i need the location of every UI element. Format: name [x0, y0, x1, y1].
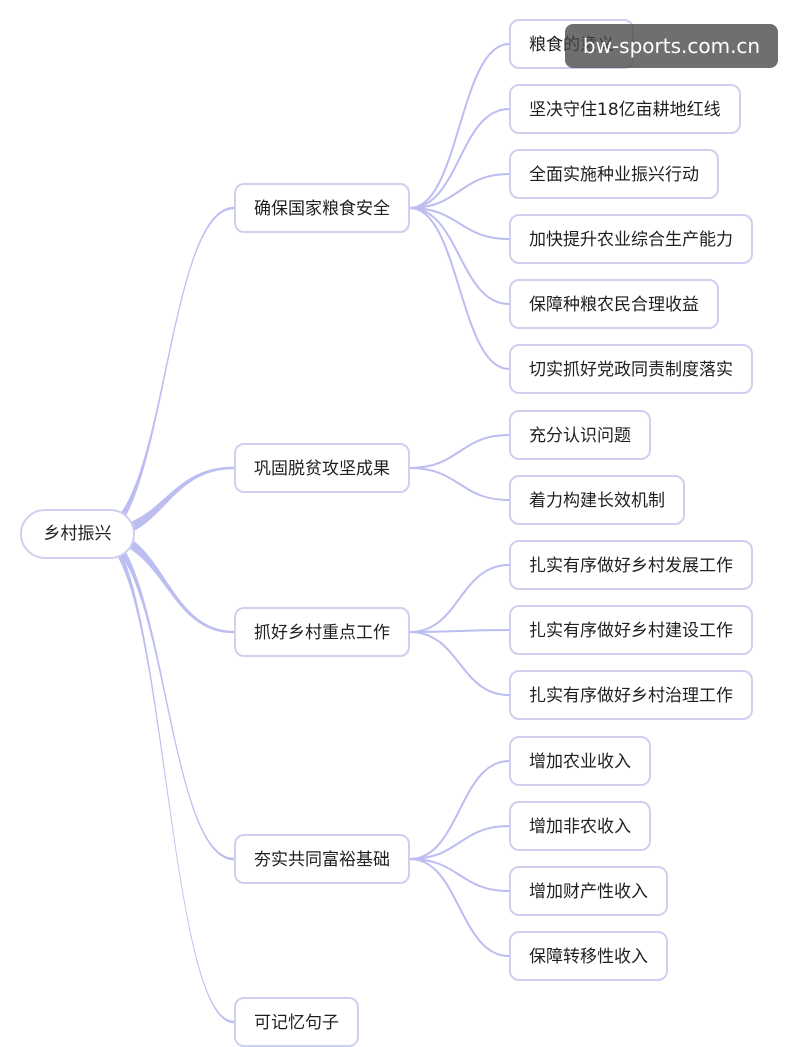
- branch-leaf-link: [409, 825, 510, 860]
- leaf-node[interactable]: 增加非农收入: [509, 801, 651, 851]
- leaf-node[interactable]: 充分认识问题: [509, 410, 651, 460]
- branch-node-grain-security[interactable]: 确保国家粮食安全: [234, 183, 410, 233]
- branch-leaf-link: [409, 858, 510, 892]
- branch-leaf-link: [409, 434, 510, 469]
- branch-leaf-link: [409, 467, 510, 501]
- branch-leaf-link: [409, 760, 510, 860]
- branch-leaf-link: [409, 207, 510, 370]
- branch-leaf-link: [409, 173, 510, 209]
- branch-node-memorable-sentences[interactable]: 可记忆句子: [234, 997, 359, 1047]
- branch-node-rural-work[interactable]: 抓好乡村重点工作: [234, 607, 410, 657]
- branch-leaf-link: [409, 207, 510, 305]
- root-branch-link: [97, 206, 234, 541]
- leaf-node[interactable]: 增加财产性收入: [509, 866, 668, 916]
- branch-leaf-link: [409, 207, 510, 240]
- branch-leaf-link: [409, 858, 510, 957]
- root-branch-link: [97, 528, 234, 861]
- leaf-node[interactable]: 扎实有序做好乡村建设工作: [509, 605, 753, 655]
- branch-leaf-link: [409, 631, 510, 696]
- leaf-node[interactable]: 保障种粮农民合理收益: [509, 279, 719, 329]
- branch-leaf-link: [409, 629, 510, 633]
- leaf-node[interactable]: 增加农业收入: [509, 736, 651, 786]
- leaf-node[interactable]: 坚决守住18亿亩耕地红线: [509, 84, 741, 134]
- leaf-node[interactable]: 扎实有序做好乡村发展工作: [509, 540, 753, 590]
- leaf-node[interactable]: 全面实施种业振兴行动: [509, 149, 719, 199]
- leaf-node[interactable]: 切实抓好党政同责制度落实: [509, 344, 753, 394]
- branch-node-poverty-results[interactable]: 巩固脱贫攻坚成果: [234, 443, 410, 493]
- leaf-node[interactable]: 保障转移性收入: [509, 931, 668, 981]
- branch-leaf-link: [409, 108, 510, 209]
- branch-leaf-link: [409, 43, 510, 209]
- leaf-node[interactable]: 加快提升农业综合生产能力: [509, 214, 753, 264]
- root-branch-link: [97, 528, 234, 634]
- branch-node-common-prosperity[interactable]: 夯实共同富裕基础: [234, 834, 410, 884]
- watermark: bw-sports.com.cn: [565, 24, 778, 68]
- root-branch-link: [97, 528, 234, 1024]
- leaf-node[interactable]: 扎实有序做好乡村治理工作: [509, 670, 753, 720]
- branch-leaf-link: [409, 564, 510, 633]
- leaf-node[interactable]: 着力构建长效机制: [509, 475, 685, 525]
- root-node[interactable]: 乡村振兴: [20, 509, 135, 559]
